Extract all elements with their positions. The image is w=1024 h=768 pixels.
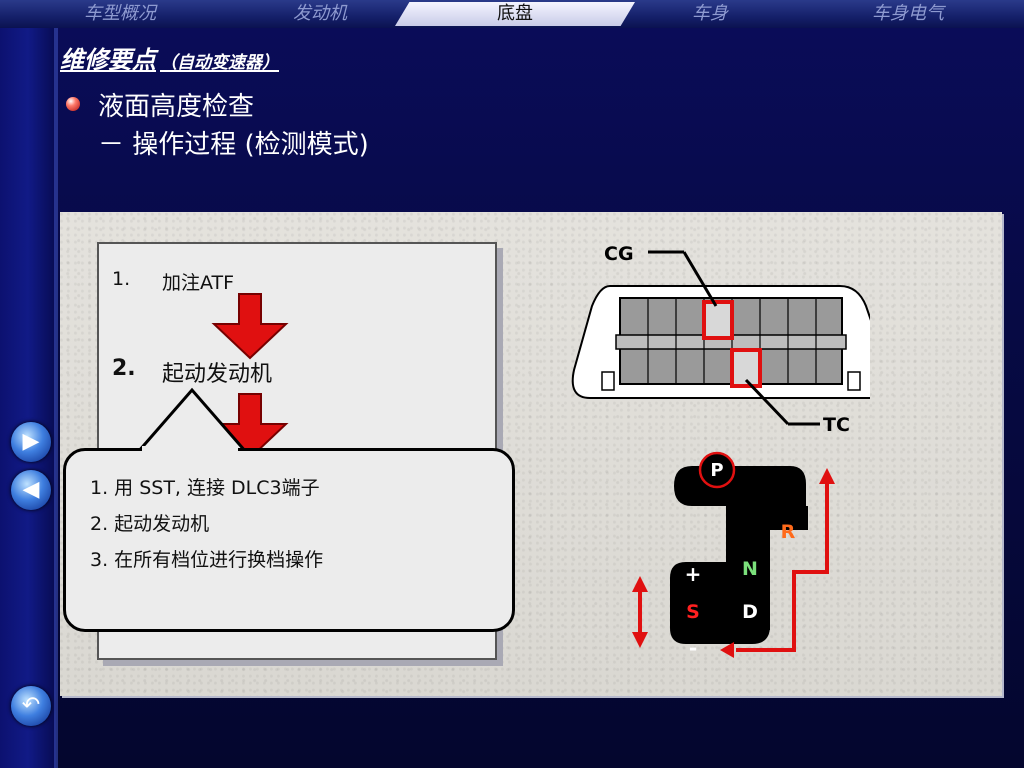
callout-box: 1. 用 SST, 连接 DLC3端子 2. 起动发动机 3. 在所有档位进行换… <box>63 448 515 632</box>
return-icon: ↶ <box>21 693 41 718</box>
down-arrow-icon <box>211 293 289 360</box>
arrow-right-icon: ▶ <box>22 429 40 454</box>
callout-item-2: 2. 起动发动机 <box>90 513 210 535</box>
tab-body[interactable]: 车身 <box>692 3 728 24</box>
svg-text:S: S <box>686 601 700 623</box>
callout-item-1: 1. 用 SST, 连接 DLC3端子 <box>90 477 320 499</box>
page-title-main: 维修要点 <box>60 45 156 74</box>
svg-text:+: + <box>685 562 702 586</box>
callout-item-3: 3. 在所有档位进行换档操作 <box>90 549 324 571</box>
bullet-icon <box>66 97 80 111</box>
svg-text:N: N <box>742 558 758 580</box>
svg-text:P: P <box>710 460 723 481</box>
return-arrow-button[interactable]: ↶ <box>11 686 51 726</box>
left-sidebar <box>0 28 56 768</box>
step-2-number: 2. <box>112 356 136 381</box>
callout-pointer-join <box>142 446 238 452</box>
svg-text:-: - <box>689 636 697 660</box>
tab-engine[interactable]: 发动机 <box>293 3 347 24</box>
tab-chassis[interactable]: 底盘 <box>497 3 533 24</box>
svg-text:R: R <box>781 521 796 543</box>
cg-terminal-label: CG <box>604 243 634 265</box>
tab-vehicle-overview[interactable]: 车型概况 <box>84 3 156 24</box>
bullet-line-1: 液面高度检查 <box>98 92 255 122</box>
page-title: 维修要点（自动变速器） <box>60 40 279 75</box>
step-1-number: 1. <box>112 268 131 290</box>
step-1-text: 加注ATF <box>162 272 235 294</box>
shift-gate: P R N D + S - <box>632 451 835 660</box>
bullet-line-2: － 操作过程 (检测模式) <box>98 130 369 160</box>
page-title-sub: （自动变速器） <box>160 53 279 73</box>
step-2-text: 起动发动机 <box>162 362 273 387</box>
dlc3-connector <box>571 250 870 426</box>
sidebar-edge <box>54 28 58 768</box>
tc-terminal-label: TC <box>823 414 850 436</box>
back-arrow-button[interactable]: ◀ <box>11 470 51 510</box>
next-arrow-button[interactable]: ▶ <box>11 422 51 462</box>
active-tab-highlight <box>395 2 635 26</box>
top-navigation-bar: 车型概况 发动机 底盘 车身 车身电气 <box>0 0 1024 28</box>
callout-pointer <box>134 387 250 454</box>
arrow-left-icon: ◀ <box>22 477 40 502</box>
svg-text:D: D <box>742 601 758 623</box>
tab-body-electrical[interactable]: 车身电气 <box>872 3 944 24</box>
